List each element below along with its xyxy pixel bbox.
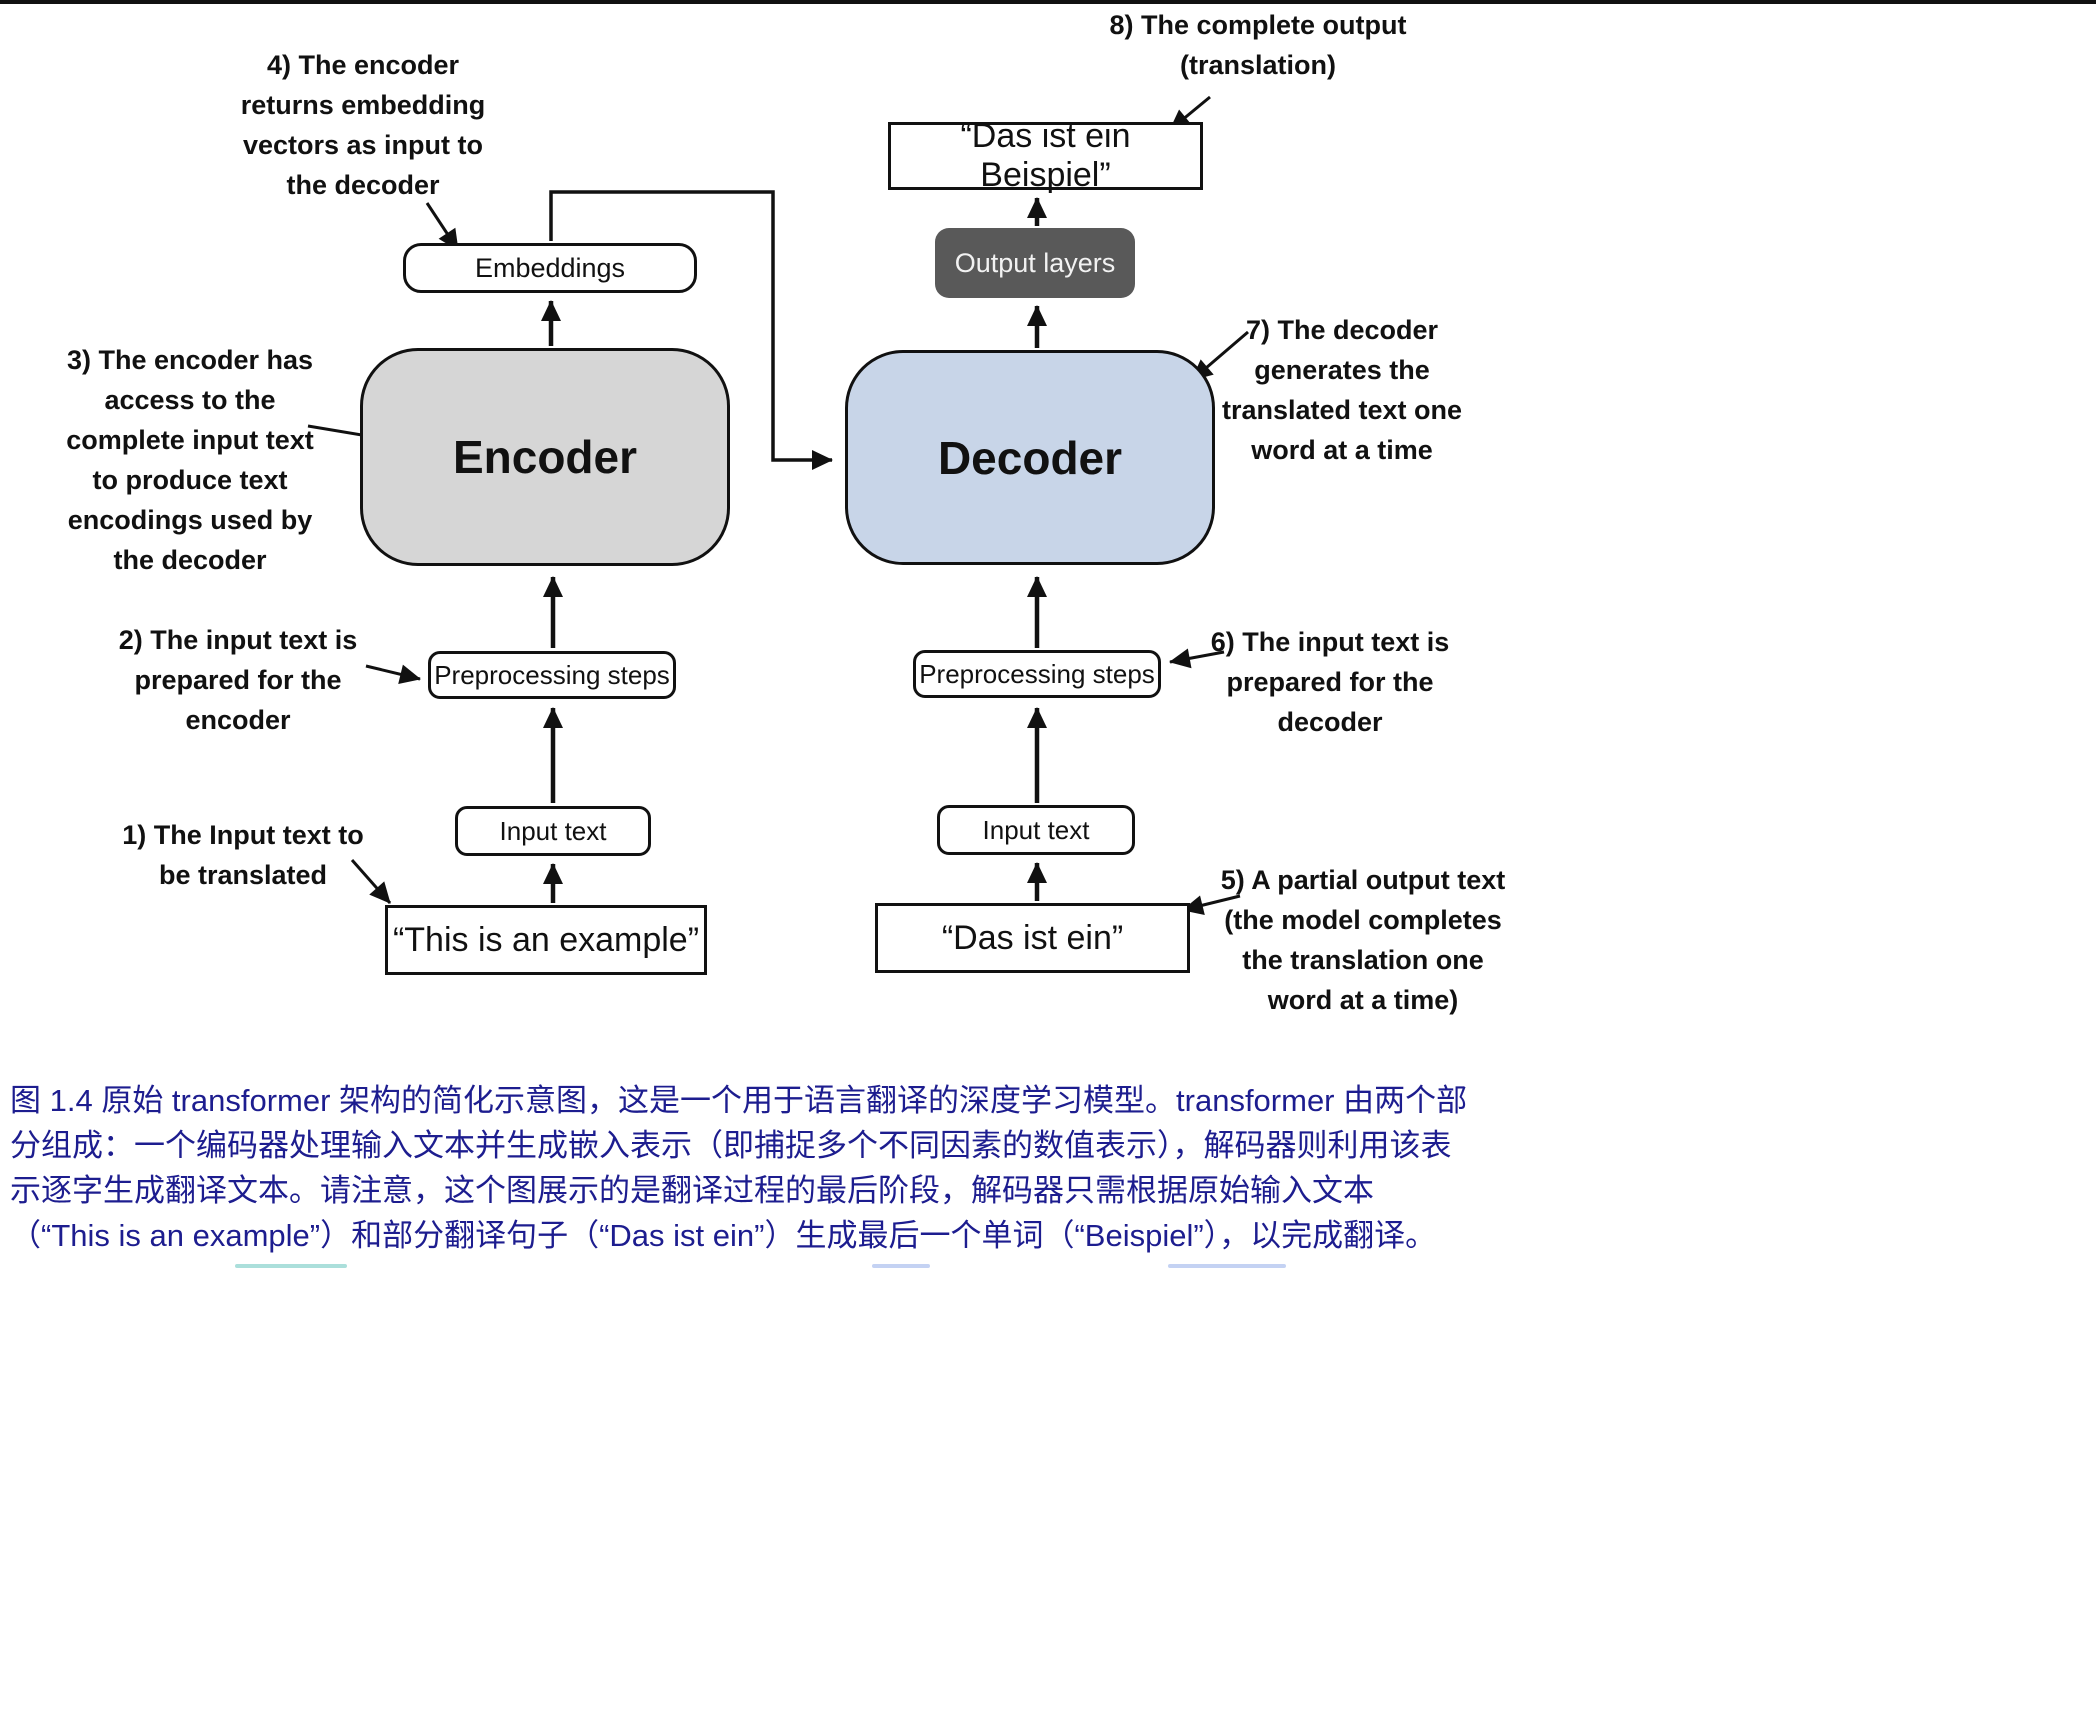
partial-output-text: “Das ist ein” (941, 918, 1124, 957)
underline-mark-beispiel (1168, 1264, 1286, 1268)
pointer-arrow-2 (365, 664, 421, 685)
complete-output-text: “Das ist ein Beispiel” (960, 117, 1131, 194)
annotation-4: 4) The encoder returns embedding vectors… (240, 50, 486, 200)
left-input-text-label: Input text (499, 815, 607, 846)
annotation-7: 7) The decoder generates the translated … (1221, 315, 1463, 465)
encoder-label: Encoder (452, 431, 638, 483)
right-input-text-label: Input text (982, 814, 1090, 845)
embeddings-label: Embeddings (474, 252, 626, 283)
figure-caption: 图 1.4 原始 transformer 架构的简化示意图，这是一个用于语言翻译… (10, 1083, 1468, 1253)
source-text-box: “This is an example” (385, 905, 707, 975)
underline-mark-example (235, 1264, 347, 1268)
right-preprocessing-box: Preprocessing steps (913, 650, 1161, 698)
decoder-box: Decoder (845, 350, 1215, 565)
annotation-1: 1) The Input text to be translated (122, 820, 364, 890)
annotation-3: 3) The encoder has access to the complet… (66, 345, 314, 575)
underline-mark-ein (872, 1264, 930, 1268)
embeddings-box: Embeddings (403, 243, 697, 293)
right-input-text-box: Input text (937, 805, 1135, 855)
left-preprocessing-label: Preprocessing steps (434, 659, 670, 690)
decoder-label: Decoder (937, 431, 1123, 484)
left-input-text-box: Input text (455, 806, 651, 856)
output-layers-box: Output layers (935, 228, 1135, 298)
encoder-box: Encoder (360, 348, 730, 566)
output-layers-label: Output layers (954, 247, 1116, 278)
annotation-5: 5) A partial output text (the model comp… (1220, 865, 1506, 1015)
annotation-2: 2) The input text is prepared for the en… (118, 625, 358, 735)
partial-output-box: “Das ist ein” (875, 903, 1190, 973)
left-preprocessing-box: Preprocessing steps (428, 651, 676, 699)
top-border-line (0, 0, 2096, 4)
right-preprocessing-label: Preprocessing steps (919, 658, 1155, 689)
source-text: “This is an example” (392, 920, 700, 959)
annotation-6: 6) The input text is prepared for the de… (1210, 627, 1450, 737)
annotation-8: 8) The complete output (translation) (1109, 10, 1407, 80)
complete-output-box: “Das ist ein Beispiel” (888, 117, 1203, 194)
